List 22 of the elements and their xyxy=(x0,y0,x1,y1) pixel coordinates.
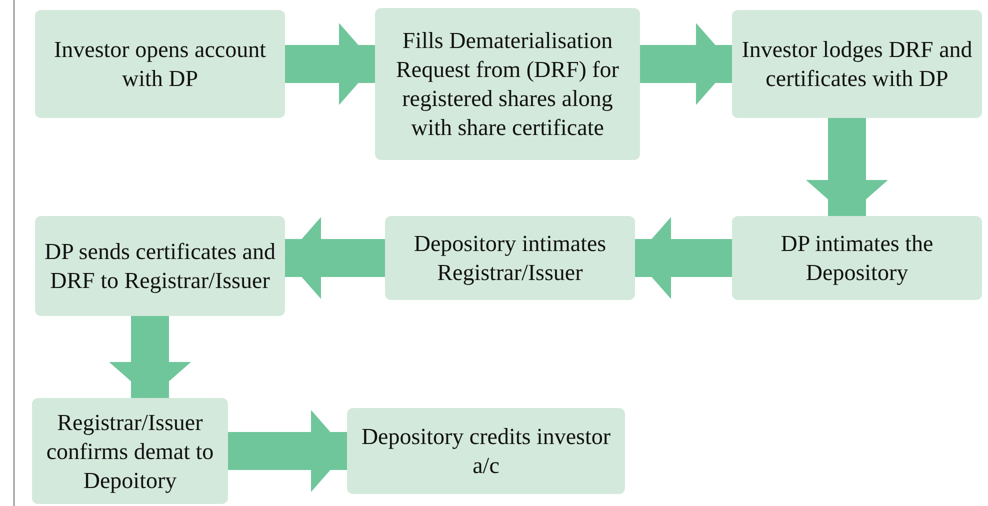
process-box xyxy=(732,216,982,300)
process-box xyxy=(32,398,228,504)
block-arrow xyxy=(285,217,385,299)
step-text: Registrar/Issuer confirms demat to Depoitory xyxy=(45,408,215,494)
process-box xyxy=(375,8,640,160)
step-text: DP sends certificates and DRF to Registrar/Issuer xyxy=(44,238,276,295)
step-text: Depository intimates Registrar/Issuer xyxy=(412,230,608,287)
block-arrow xyxy=(806,118,888,216)
process-box xyxy=(385,216,635,300)
step-text: DP intimates the Depository xyxy=(780,230,934,287)
block-arrow xyxy=(640,23,732,105)
step-text: Investor lodges DRF and certificates with DP xyxy=(740,36,974,93)
process-box xyxy=(35,10,285,118)
block-arrow xyxy=(285,23,375,105)
process-box xyxy=(35,216,285,316)
step-text: Fills Dematerialisation Request from (DRF) for registered shares along with share certificate xyxy=(395,27,620,142)
process-box xyxy=(732,10,982,118)
block-arrow xyxy=(109,316,191,398)
step-text: Depository credits investor a/c xyxy=(360,423,612,480)
step-text: Investor opens account with DP xyxy=(52,36,268,93)
block-arrow xyxy=(228,410,347,492)
process-box xyxy=(347,408,625,494)
